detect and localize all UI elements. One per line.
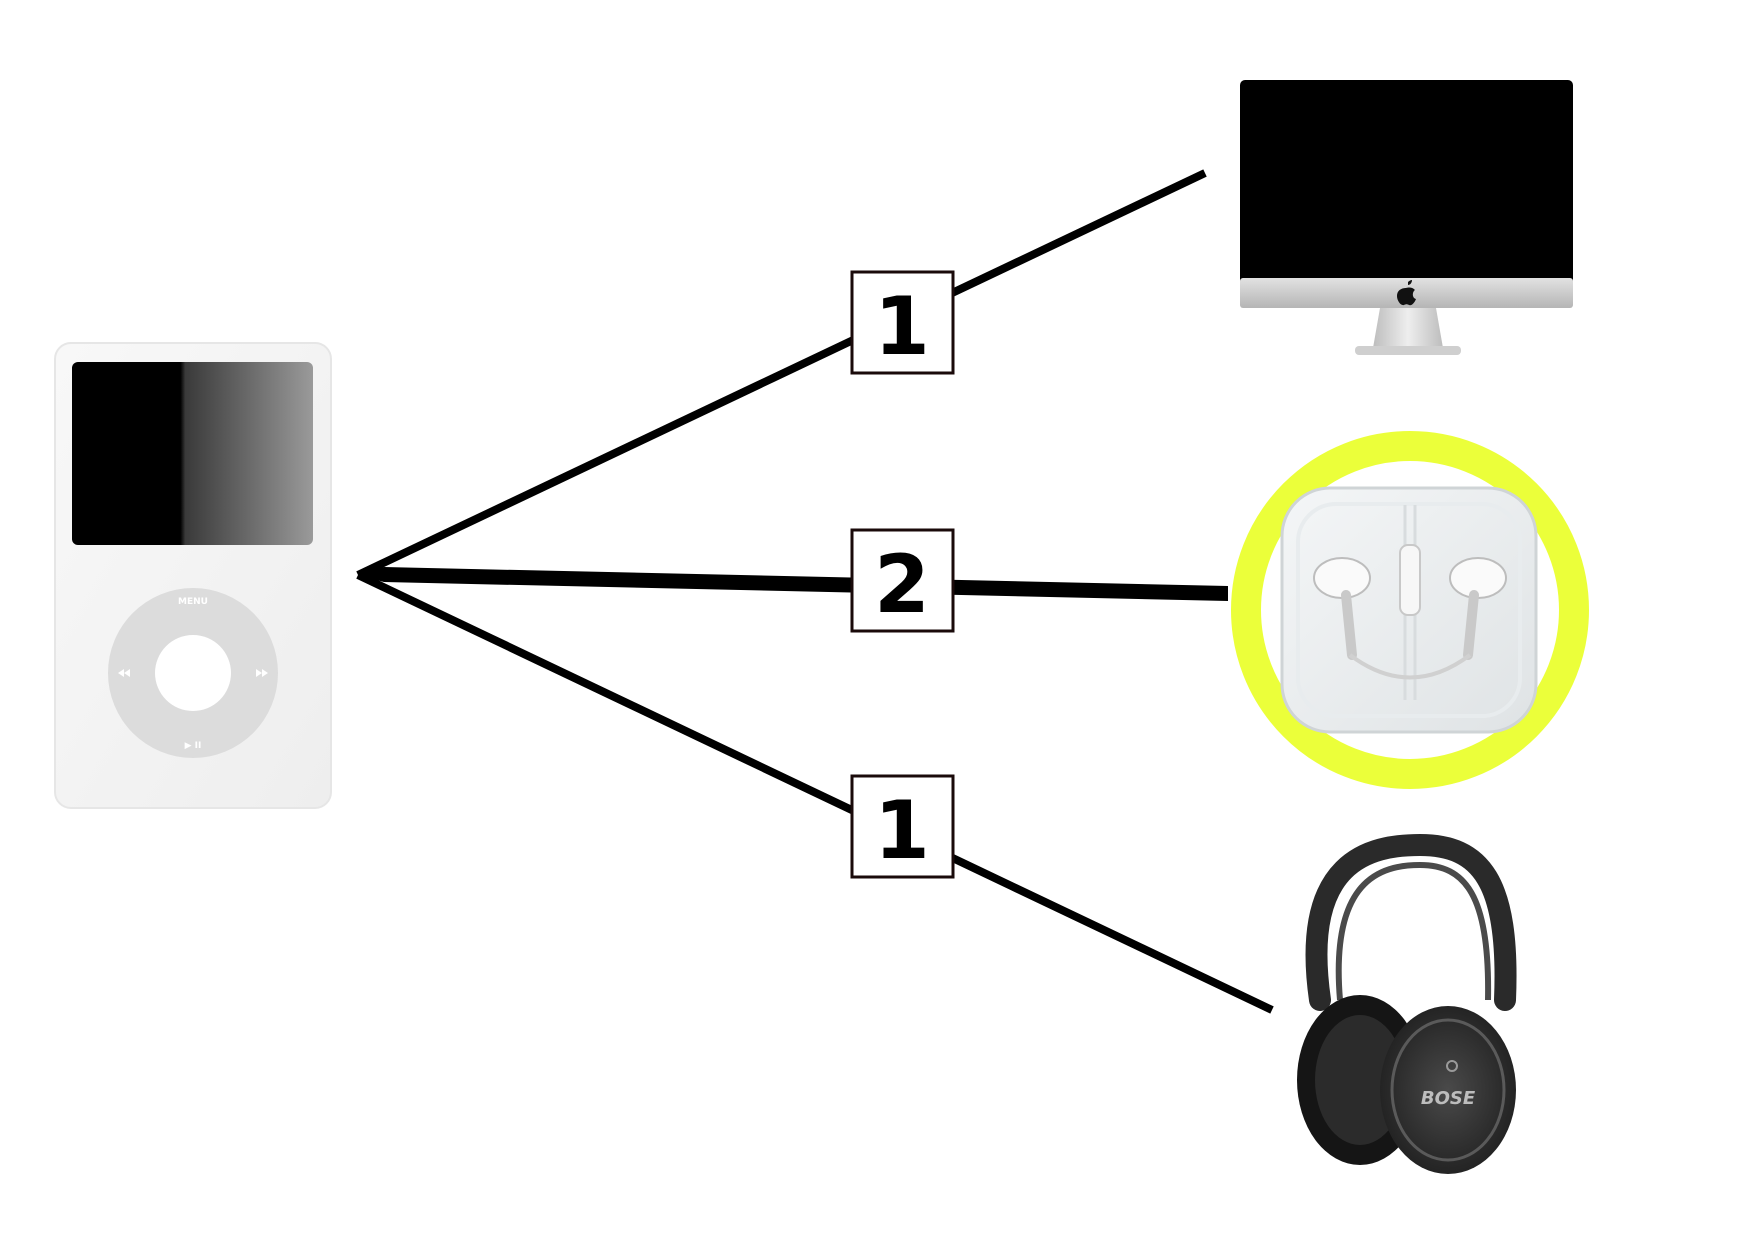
headphones-brand-label: BOSE [1421,1088,1476,1109]
edge-label-middle: 2 [850,528,955,633]
edge-label-bottom: 1 [850,774,955,879]
apple-logo-icon [1397,280,1416,306]
earphones-icon [1231,431,1589,789]
highlight-ring [1231,431,1589,789]
edge-weight-label: 1 [874,280,930,373]
ipod-icon: MENU ▶ II [54,342,332,809]
edge-label-box [850,774,955,879]
edge-label-box [850,528,955,633]
ipod-menu-label: MENU [178,597,208,607]
forward-icon [256,669,268,677]
edge-label-box [850,270,955,375]
ipod-play-label: ▶ II [185,741,202,751]
edge-ipod-earphones [358,567,1228,601]
edge-label-top: 1 [850,270,955,375]
rewind-icon [118,669,130,677]
headphones-icon: BOSE [1297,833,1517,1174]
edge-ipod-headphones [356,571,1274,1014]
edge-weight-label: 1 [874,784,930,877]
edges [356,169,1274,1014]
imac-icon [1240,80,1573,355]
edge-weight-label: 2 [874,538,930,631]
edge-ipod-imac [356,169,1207,579]
